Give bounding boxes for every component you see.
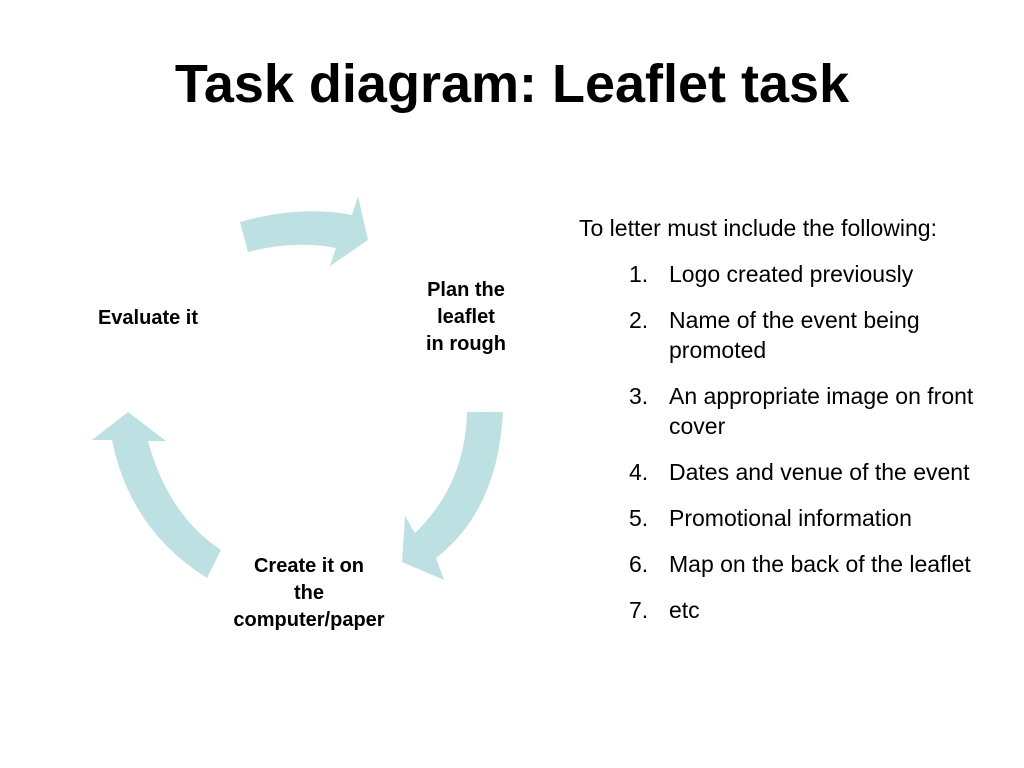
list-item-number: 6. [629,551,649,577]
cycle-node-evaluate: Evaluate it [70,305,226,332]
list-item: 2. Name of the event being promoted [579,305,1009,365]
node-line: the [294,582,324,604]
requirements-panel: To letter must include the following: 1.… [579,213,1009,625]
cycle-node-plan: Plan the leaflet in rough [398,277,534,358]
list-item-text: An appropriate image on front cover [669,383,974,439]
node-line: computer/paper [233,609,385,631]
list-item-text: Promotional information [669,505,912,531]
list-item: 4. Dates and venue of the event [579,457,1009,487]
list-item-number: 5. [629,505,649,531]
list-item: 5. Promotional information [579,503,1009,533]
list-item-text: Dates and venue of the event [669,459,970,485]
list-item: 7. etc [579,595,1009,625]
list-item: 1. Logo created previously [579,259,1009,289]
list-item-text: Name of the event being promoted [669,307,920,363]
list-item: 6. Map on the back of the leaflet [579,549,1009,579]
list-item-number: 1. [629,261,649,287]
cycle-arrow-evaluate-to-plan [240,196,368,266]
list-item-number: 3. [629,383,649,409]
list-item-number: 7. [629,597,649,623]
node-line: Create it on [253,555,365,577]
cycle-node-create: Create it on the computer/paper [206,553,412,634]
requirements-intro: To letter must include the following: [579,215,937,241]
list-item-text: Logo created previously [669,261,914,287]
list-item-number: 2. [629,307,649,333]
cycle-arrow-create-to-evaluate [92,412,221,578]
node-line: Evaluate it [97,307,199,329]
list-item: 3. An appropriate image on front cover [579,381,1009,441]
node-line: leaflet [437,306,495,328]
node-line: in rough [426,333,506,355]
list-item-text: Map on the back of the leaflet [669,551,971,577]
slide-title: Task diagram: Leaflet task [174,54,850,114]
node-line: Plan the [427,279,505,301]
list-item-text: etc [669,597,700,623]
cycle-arrow-plan-to-create [402,412,503,580]
requirements-list: 1. Logo created previously 2. Name of th… [579,259,1009,625]
list-item-number: 4. [629,459,649,485]
